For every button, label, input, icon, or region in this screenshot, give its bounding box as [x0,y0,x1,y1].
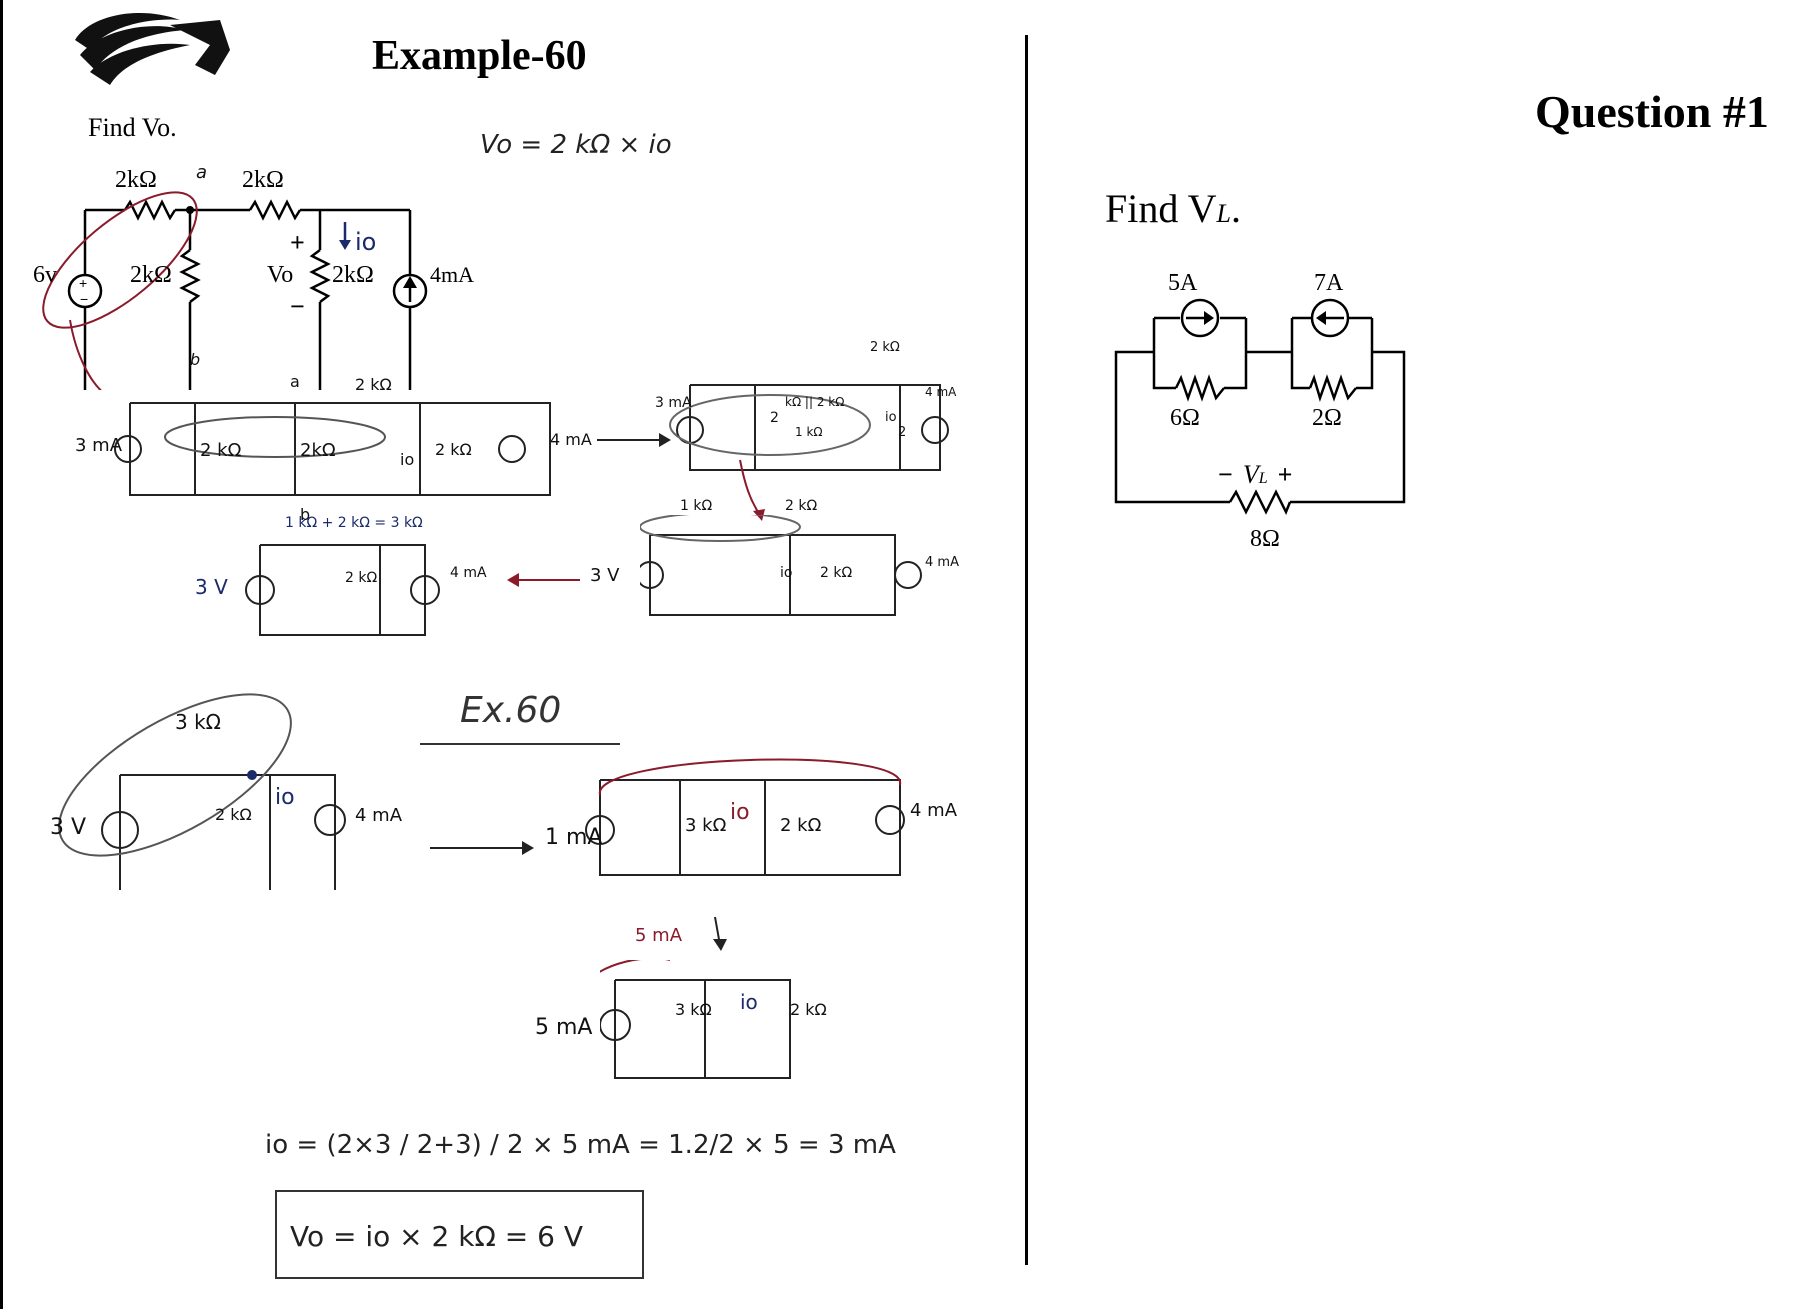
step2-rc-label: 2 [898,425,907,440]
step4-source-label: 3 V [195,575,228,599]
left-border-line [0,0,3,1309]
given-plus-sign: + [290,228,305,257]
question-title: Question #1 [1535,86,1769,137]
step1-source2-label: 4 mA [550,430,592,449]
arrow-step6-to-step7 [713,916,727,951]
given-source-i-label: 4mA [430,262,474,287]
work-step1-circuit [114,402,551,496]
step1-rc-label: 2 kΩ [435,440,472,459]
step7-r1-label: 3 kΩ [675,1000,712,1019]
ex60-underline [420,743,620,745]
step2-source2-label: 4 mA [925,385,957,399]
question-circuit [1114,298,1406,516]
step2-source-label: 3 mA [655,395,692,411]
vl-symbol: V [1242,460,1259,489]
step5-io-label: io [275,785,295,810]
q-label-5a: 5A [1168,270,1198,296]
step1-io-label: io [400,450,415,469]
step3-io-label: io [780,565,793,581]
panel-divider [1025,35,1028,1265]
step4-source2-label: 4 mA [450,565,487,581]
step6-io-label: io [730,800,750,825]
work-step7-circuit [600,960,791,1079]
step4-r-label: 2 kΩ [345,570,378,586]
step2-eq-label: 1 kΩ [795,425,823,439]
step1-rtop-label: 2 kΩ [355,375,392,394]
work-step5-circuit [58,693,346,890]
step6-source2-label: 4 mA [910,800,958,821]
prompt-text: Find V [1105,186,1217,231]
given-io-label: io [355,228,377,256]
step1-node-b: b [300,505,311,524]
vl-minus: − [1218,460,1233,489]
final-io-equation: io = (2×3 / 2+3) / 2 × 5 mA = 1.2/2 × 5 … [265,1130,896,1160]
given-r3-label: 2kΩ [130,262,172,288]
step4-sum-label: 1 kΩ + 2 kΩ = 3 kΩ [285,515,423,531]
step7-r2-label: 2 kΩ [790,1000,827,1019]
arrow-step1-to-step2 [597,433,671,447]
vl-subscript: L [1258,470,1268,487]
ex60-heading: Ex.60 [460,690,562,731]
q-label-6ohm: 6Ω [1170,405,1200,431]
q-label-7a: 7A [1314,270,1344,296]
step3-source-label: 3 V [590,565,620,586]
step2-parallel-label: kΩ || 2 kΩ [785,395,845,409]
final-vo-box [275,1190,644,1279]
svg-text:−: − [80,291,88,307]
step3-rtop-label: 2 kΩ [785,498,818,514]
given-vo-label: Vo [267,262,294,288]
given-node-b: b [190,350,201,369]
step5-rtop-label: 3 kΩ [175,710,221,734]
handwritten-vo-equation: Vo = 2 kΩ × io [480,130,672,160]
svg-text:+: + [79,275,87,291]
arrow-step3-to-step4 [507,573,580,587]
work-step2-circuit [669,384,949,471]
step2-r1-label: 2 [770,410,779,426]
question-prompt: Find VL. [1105,185,1241,232]
work-step4-circuit [245,544,440,636]
step5-source-label: 3 V [50,815,87,840]
step1-node-a: a [290,372,300,391]
step5-r-label: 2 kΩ [215,805,252,824]
step7-io-label: io [740,990,758,1014]
given-source-v-label: 6v [33,262,57,288]
q-vl-label: −VL + [1218,460,1292,490]
step2-io-label: io [885,410,897,425]
given-r2-label: 2kΩ [242,167,284,193]
prompt-subscript: L [1216,199,1231,228]
step3-source2-label: 4 mA [925,555,959,570]
prompt-end: . [1231,186,1241,231]
step1-source-label: 3 mA [75,435,123,456]
step6-r2-label: 2 kΩ [780,815,822,836]
given-node-a: a [196,162,208,183]
problem-prompt: Find Vo. [88,113,177,142]
vl-plus: + [1277,460,1293,489]
final-vo-equation: Vo = io × 2 kΩ = 6 V [290,1220,584,1253]
given-r4-label: 2kΩ [332,262,374,288]
step3-r1-label: 1 kΩ [680,498,713,514]
step6-source-label: 1 mA [545,825,603,850]
step6-r1-label: 3 kΩ [685,815,727,836]
step1-rb-label: 2kΩ [300,440,336,461]
step2-rtop-label: 2 kΩ [870,340,900,355]
work-step3-circuit [640,515,922,616]
page-title: Example-60 [372,33,587,79]
given-minus-sign: − [290,292,305,321]
step3-rc-label: 2 kΩ [820,565,853,581]
given-r1-label: 2kΩ [115,167,157,193]
logo-icon [75,12,230,85]
step5-source2-label: 4 mA [355,805,403,826]
given-circuit: + − [42,191,428,390]
step1-ra-label: 2 kΩ [200,440,242,461]
arrow-step5-to-step6 [430,841,534,855]
work-step6-circuit [585,758,905,876]
step7-source-label: 5 mA [535,1015,593,1040]
step7-note: 5 mA [635,925,683,946]
q-label-2ohm: 2Ω [1312,405,1342,431]
q-label-8ohm: 8Ω [1250,526,1280,552]
